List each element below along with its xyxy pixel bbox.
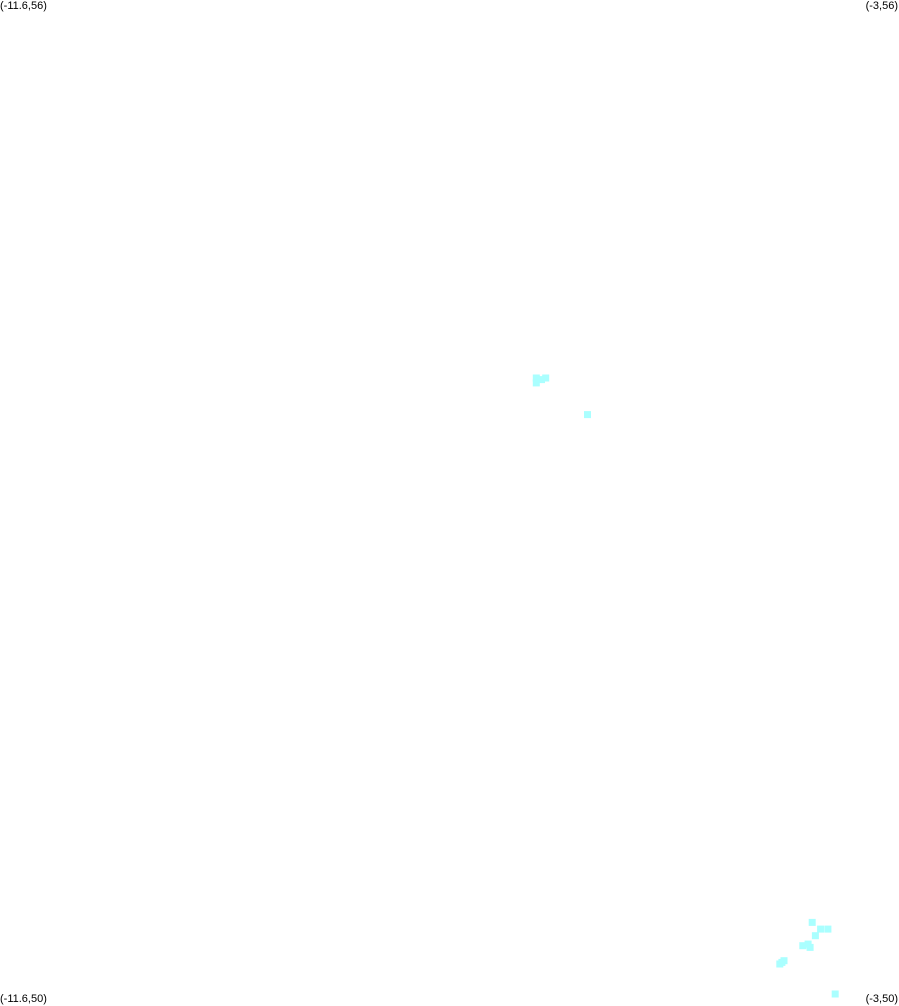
map-point-1 — [532, 379, 540, 387]
map-point-15 — [831, 990, 839, 998]
map-point-9 — [799, 942, 807, 950]
map-point-2 — [538, 376, 545, 384]
map-point-5 — [808, 918, 816, 926]
corner-label-bottom-left: (-11.6,50) — [0, 993, 47, 1005]
corner-label-bottom-right: (-3,50) — [865, 993, 898, 1005]
corner-label-top-left: (-11.6,56) — [0, 0, 47, 12]
map-point-6 — [817, 925, 825, 933]
map-point-3 — [542, 374, 550, 382]
map-point-4 — [584, 411, 591, 419]
points-layer — [532, 374, 839, 998]
map-point-0 — [532, 374, 540, 382]
map-point-11 — [804, 940, 812, 948]
corner-label-top-right: (-3,56) — [865, 0, 898, 12]
map-point-7 — [824, 925, 832, 933]
map-point-8 — [811, 932, 819, 940]
map-point-14 — [778, 958, 786, 966]
